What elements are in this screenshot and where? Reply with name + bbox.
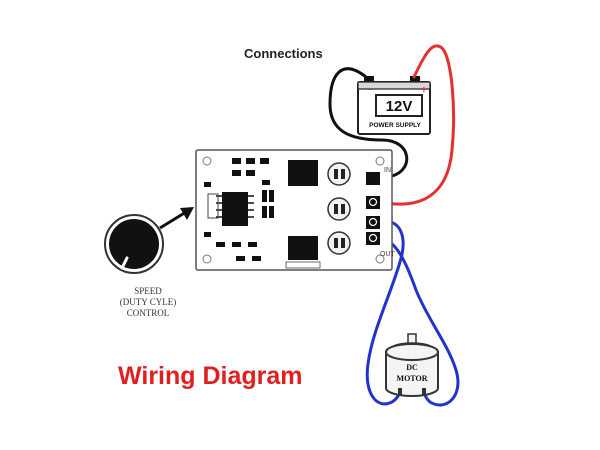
motor-can	[385, 352, 439, 397]
controller-ic	[222, 192, 248, 226]
wire-red-positive	[378, 44, 456, 206]
battery-plus-sign: +	[421, 85, 427, 96]
mount-hole	[202, 254, 212, 264]
mosfet-top	[288, 160, 318, 186]
battery: 12V POWER SUPPLY − +	[357, 76, 431, 135]
wiring-diagram-title: Wiring Diagram	[118, 362, 303, 390]
wire-blue-motor-a	[365, 219, 405, 406]
wire-black-negative	[328, 67, 409, 180]
wire-blue-motor-b	[378, 236, 460, 407]
pot-connector	[207, 193, 219, 219]
motor-driver-board: IN OUT	[195, 149, 396, 271]
battery-minus-sign: −	[367, 85, 372, 94]
dc-motor: DC MOTOR	[385, 333, 439, 397]
capacitors	[327, 162, 351, 255]
battery-terminal-negative	[364, 76, 374, 83]
mount-hole	[375, 156, 385, 166]
motor-label-line2: MOTOR	[397, 374, 428, 383]
knob-caption-line2: (DUTY CYLE)	[119, 297, 177, 307]
knob-caption-line3: CONTROL	[126, 308, 170, 318]
mosfet-bottom	[288, 236, 318, 260]
label-in: IN	[384, 167, 391, 174]
arrow-knob-to-board	[159, 207, 194, 230]
mount-hole	[202, 156, 212, 166]
ic-pins	[216, 195, 254, 218]
board-label-box	[285, 261, 321, 269]
battery-display	[375, 94, 423, 117]
terminal-block-in	[366, 172, 380, 209]
knob-indicator	[120, 256, 129, 270]
battery-voltage: 12V	[386, 98, 413, 115]
battery-label: POWER SUPPLY	[369, 122, 421, 129]
knob-caption: SPEED (DUTY CYLE) CONTROL	[100, 286, 196, 319]
motor-label-line1: DC	[406, 363, 418, 372]
wires	[328, 44, 460, 407]
connections-heading: Connections	[244, 46, 323, 61]
speed-knob	[104, 214, 164, 274]
label-out: OUT	[380, 251, 396, 258]
smd-components	[204, 158, 274, 261]
mount-hole	[375, 254, 385, 264]
terminal-block-out	[366, 216, 380, 245]
battery-terminal-positive	[410, 76, 420, 83]
knob-body	[109, 219, 159, 269]
knob-caption-line1: SPEED	[134, 286, 162, 296]
